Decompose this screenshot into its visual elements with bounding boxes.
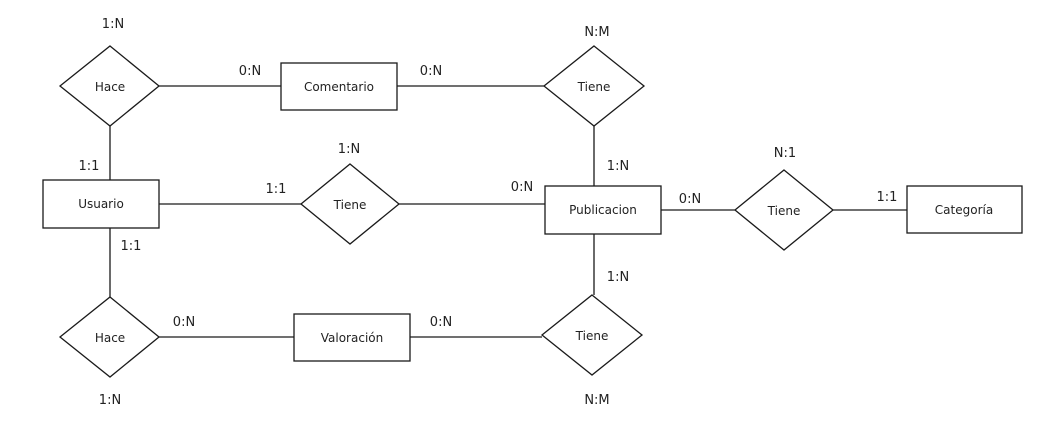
cardinality-labels: 1:N 0:N 0:N N:M 1:N 1:1 1:N 1:1 0:N 0:N … <box>79 17 898 408</box>
relationship-tiene-comentario-label: Tiene <box>577 80 611 94</box>
cardinality-label: 1:1 <box>121 239 142 254</box>
relationship-tiene-valoracion[interactable]: Tiene <box>540 294 644 376</box>
entity-categoria[interactable]: Categoría <box>906 185 1023 234</box>
connectors <box>109 85 907 338</box>
relationship-tiene-valoracion-label: Tiene <box>575 329 609 343</box>
cardinality-label: 1:N <box>607 159 629 174</box>
relationship-hace-comentario[interactable]: Hace <box>58 45 161 127</box>
entity-publicacion[interactable]: Publicacion <box>544 185 662 235</box>
cardinality-label: 1:1 <box>79 159 100 174</box>
cardinality-label: 0:N <box>173 315 195 330</box>
cardinality-label: 1:1 <box>877 190 898 205</box>
entity-usuario-label: Usuario <box>78 197 124 211</box>
entity-publicacion-label: Publicacion <box>569 203 637 217</box>
cardinality-label: N:M <box>584 393 609 408</box>
cardinality-label: 0:N <box>430 315 452 330</box>
cardinality-label: 0:N <box>511 180 533 195</box>
cardinality-label: N:M <box>584 25 609 40</box>
cardinality-label: 1:N <box>338 142 360 157</box>
cardinality-label: 0:N <box>679 192 701 207</box>
relationship-hace-comentario-label: Hace <box>95 80 125 94</box>
cardinality-label: N:1 <box>774 146 796 161</box>
entity-valoracion-label: Valoración <box>321 331 383 345</box>
entity-valoracion[interactable]: Valoración <box>293 313 411 362</box>
relationship-hace-valoracion-label: Hace <box>95 331 125 345</box>
cardinality-label: 1:N <box>607 270 629 285</box>
cardinality-label: 1:1 <box>266 182 287 197</box>
entity-comentario-label: Comentario <box>304 80 374 94</box>
cardinality-label: 1:N <box>102 17 124 32</box>
relationship-tiene-categoria-label: Tiene <box>767 204 801 218</box>
entity-comentario[interactable]: Comentario <box>280 62 398 111</box>
relationship-hace-valoracion[interactable]: Hace <box>58 296 161 378</box>
relationship-tiene-comentario[interactable]: Tiene <box>542 45 646 127</box>
entity-usuario[interactable]: Usuario <box>42 179 160 229</box>
relationship-tiene-categoria[interactable]: Tiene <box>733 169 835 251</box>
relationship-tiene-usuario-publicacion[interactable]: Tiene <box>299 163 401 245</box>
relationship-tiene-usuario-publicacion-label: Tiene <box>333 198 367 212</box>
cardinality-label: 0:N <box>239 64 261 79</box>
cardinality-label: 1:N <box>99 393 121 408</box>
cardinality-label: 0:N <box>420 64 442 79</box>
entity-categoria-label: Categoría <box>935 203 993 217</box>
